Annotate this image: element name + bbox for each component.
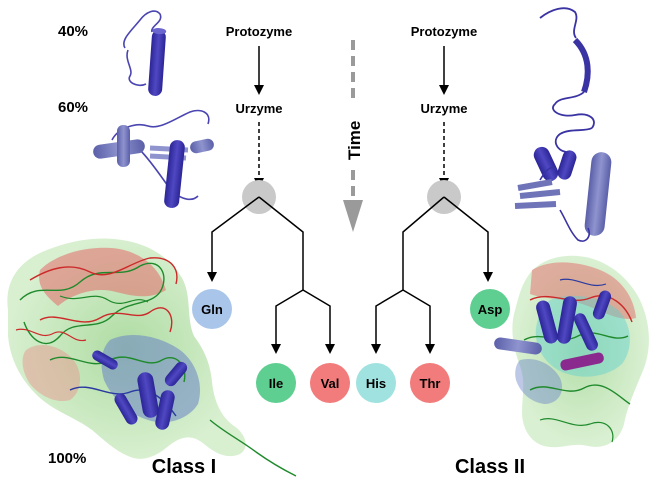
class2-title: Class II (455, 456, 525, 478)
class1-leaf-gln-label: Gln (201, 302, 223, 317)
class1-leaf-ile-label: Ile (269, 376, 283, 391)
class2-protozyme-label: Protozyme (411, 24, 477, 39)
percent-100-label: 100% (48, 450, 86, 467)
class1-leaf-gln: Gln (192, 289, 232, 329)
class1-title: Class I (152, 456, 216, 478)
class2-tree: Protozyme Urzyme (371, 24, 493, 354)
class2-leaf-asp-circle (470, 289, 510, 329)
class2-leaf-his: His (356, 363, 396, 403)
class1-tree: Protozyme Urzyme (207, 24, 335, 354)
class2-leaf-thr-circle (410, 363, 450, 403)
class1-leaf-val-label: Val (321, 376, 340, 391)
protein-60-cartoon-icon (93, 109, 214, 208)
class2-leaf-asp: Asp (470, 289, 510, 329)
protein-class2-surface-icon (494, 255, 649, 448)
class2-leaf-asp-label: Asp (478, 302, 503, 317)
class2-leaf-thr: Thr (410, 363, 450, 403)
protein-class2-cartoon-icon (514, 7, 612, 242)
time-label: Time (345, 121, 364, 160)
class1-leaf-ile: Ile (256, 363, 296, 403)
class1-leaf-val: Val (310, 363, 350, 403)
class1-leaf-ile-circle (256, 363, 296, 403)
class2-leaf-his-circle (356, 363, 396, 403)
class2-urzyme-label: Urzyme (421, 101, 468, 116)
class1-protozyme-label: Protozyme (226, 24, 292, 39)
class2-leaf-thr-label: Thr (420, 376, 441, 391)
percent-60-label: 60% (58, 99, 88, 116)
class2-leaf-his-label: His (366, 376, 386, 391)
protein-class1-surface-icon (7, 238, 297, 477)
time-arrow-icon (343, 40, 363, 232)
percent-40-label: 40% (58, 23, 88, 40)
class1-leaf-val-circle (310, 363, 350, 403)
class1-leaf-gln-circle (192, 289, 232, 329)
protein-40-cartoon-icon (123, 10, 167, 96)
class1-urzyme-label: Urzyme (236, 101, 283, 116)
